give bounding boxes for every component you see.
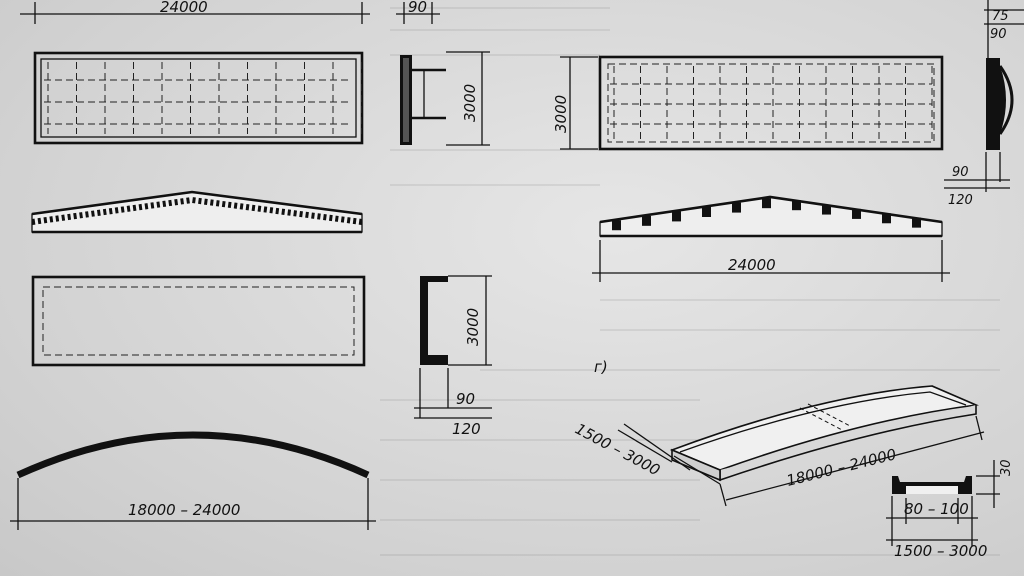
profile-rib [882, 213, 891, 224]
dimension-18000-24000-bl: 18000 – 24000 [128, 501, 240, 519]
profile-rib [762, 198, 771, 209]
gable-slab-profile [31, 190, 363, 234]
dimension-90-tr-b: 90 [952, 165, 969, 180]
dimension-120-ml: 120 [452, 420, 481, 438]
ribbed-slab-section: 3000 [400, 51, 490, 146]
ribbed-slab-profile-right: 24000 [592, 195, 950, 282]
profile-rib [852, 208, 861, 219]
plain-slab-plan [31, 275, 366, 367]
ribbed-slab-section-right: 75 90 90 120 [944, 0, 1024, 208]
ribbed-slab-plan [33, 51, 364, 145]
dimension-90-tr: 90 [990, 27, 1007, 42]
ribbed-slab-top-dimension: 24000 90 [20, 0, 440, 24]
profile-rib [612, 220, 621, 231]
dimension-3000-tr: 3000 [552, 95, 570, 133]
profile-rib [702, 207, 711, 217]
dimension-90-ml: 90 [456, 390, 475, 408]
arch-slab-profile: 18000 – 24000 [10, 431, 376, 530]
figure-marker-g: г) [594, 358, 608, 376]
profile-rib [792, 200, 801, 211]
dimension-120-tr: 120 [948, 193, 973, 208]
dimension-80-100-g: 80 – 100 [904, 500, 969, 518]
dimension-75-tr: 75 [992, 9, 1009, 24]
dimension-90-top: 90 [408, 0, 427, 16]
dimension-1500-3000-g: 1500 – 3000 [572, 420, 663, 480]
profile-rib [912, 217, 921, 228]
profile-rib [642, 215, 651, 226]
dimension-3000-ml: 3000 [464, 308, 482, 346]
ribbed-slab-plan-right: 3000 [552, 55, 944, 151]
dimension-24000-top: 24000 [160, 0, 208, 16]
dimension-30-g: 30 [999, 459, 1014, 476]
plain-slab-section: 3000 90 120 [414, 275, 492, 438]
profile-rib [672, 211, 681, 222]
dimension-3000-tl: 3000 [461, 84, 479, 122]
profile-rib [822, 204, 831, 215]
profile-rib [732, 202, 741, 213]
dimension-1500-3000-g2: 1500 – 3000 [894, 542, 987, 560]
shell-slab-section-g: 30 80 – 100 1500 – 3000 [886, 459, 1014, 560]
dimension-24000-tr: 24000 [728, 256, 776, 274]
